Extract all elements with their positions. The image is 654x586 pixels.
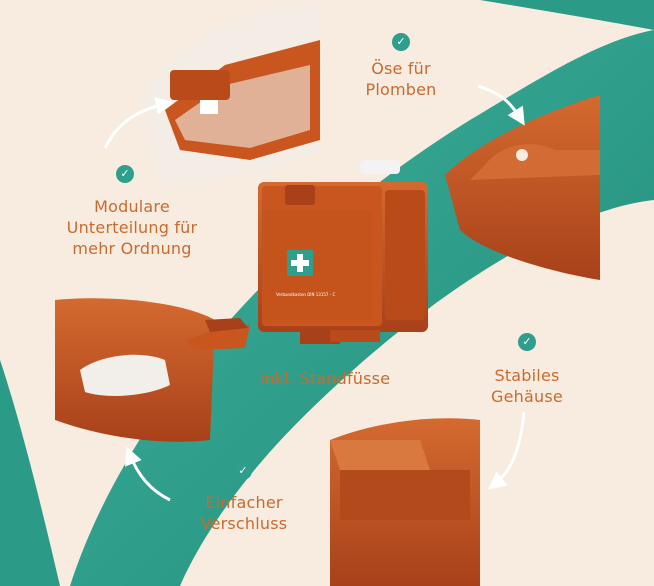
housing-detail-image (330, 418, 480, 586)
teal-corner-top (480, 0, 654, 30)
curved-arrow-icon (477, 84, 525, 126)
case-label: Verbandkasten DIN 13157 - C (276, 292, 335, 297)
curved-arrow-icon (487, 411, 526, 490)
closure-detail-image (55, 298, 215, 442)
feature-modular-label: Modulare Unterteilung für mehr Ordnung (66, 197, 198, 258)
curved-arrow-icon (103, 97, 174, 149)
teal-corner-left (0, 360, 60, 586)
inserts-detail-image (140, 5, 320, 181)
check-icon: ✓ (518, 333, 536, 351)
feature-eyelet-label: Öse für Plomben (365, 59, 437, 99)
check-icon: ✓ (234, 462, 252, 480)
first-aid-cross-icon (287, 250, 313, 276)
standing-foot (185, 318, 250, 350)
curved-arrow-icon (124, 446, 171, 502)
check-icon: ✓ (116, 165, 134, 183)
check-icon: ✓ (392, 33, 410, 51)
eyelet-detail-image (445, 95, 600, 280)
feature-stable-label: Stabiles Gehäuse (491, 366, 563, 406)
feature-feet-label: inkl. Standfüsse (259, 369, 391, 388)
first-aid-case (258, 160, 428, 344)
feature-closure-label: Einfacher Verschluss (200, 493, 288, 533)
